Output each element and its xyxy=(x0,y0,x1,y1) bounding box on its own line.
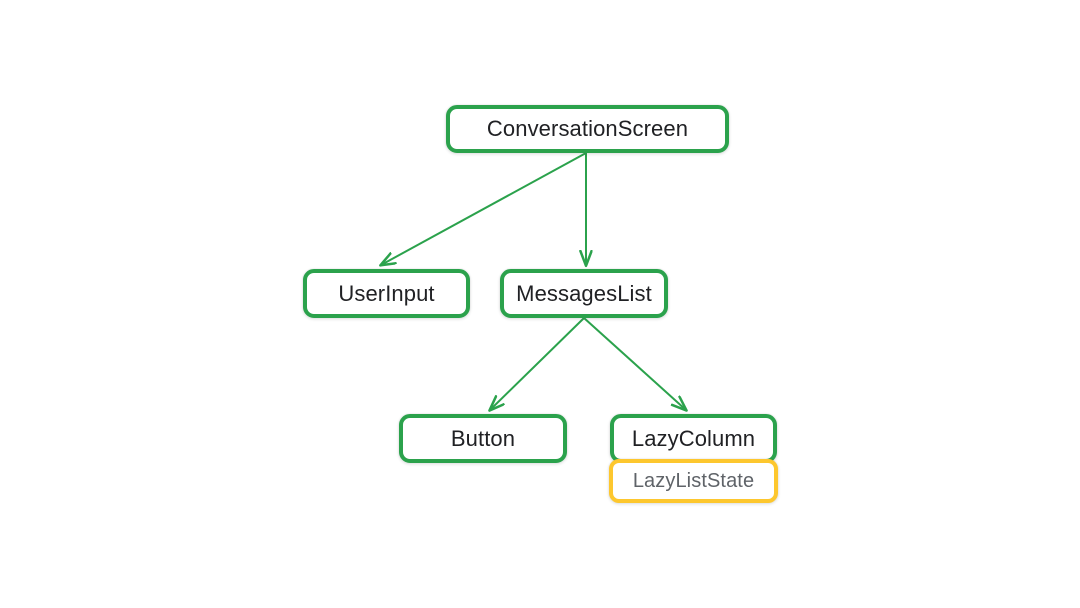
node-label-lazy-list-state: LazyListState xyxy=(632,470,755,492)
node-user-input[interactable]: UserInput xyxy=(303,269,470,318)
node-label-conversation-screen: ConversationScreen xyxy=(486,116,689,141)
node-button[interactable]: Button xyxy=(399,414,567,463)
node-label-messages-list: MessagesList xyxy=(516,280,652,306)
node-lazy-list-state[interactable]: LazyListState xyxy=(609,459,778,503)
edge-messages-list-to-lazy-column xyxy=(583,317,686,410)
node-label-user-input: UserInput xyxy=(338,280,435,306)
node-messages-list[interactable]: MessagesList xyxy=(500,269,668,318)
node-conversation-screen[interactable]: ConversationScreen xyxy=(446,105,729,153)
node-label-lazy-column: LazyColumn xyxy=(631,425,756,451)
edge-messages-list-to-button xyxy=(490,317,585,410)
node-lazy-column[interactable]: LazyColumn xyxy=(610,414,777,463)
edge-conversation-screen-to-user-input xyxy=(381,152,587,265)
node-label-button: Button xyxy=(450,425,516,451)
